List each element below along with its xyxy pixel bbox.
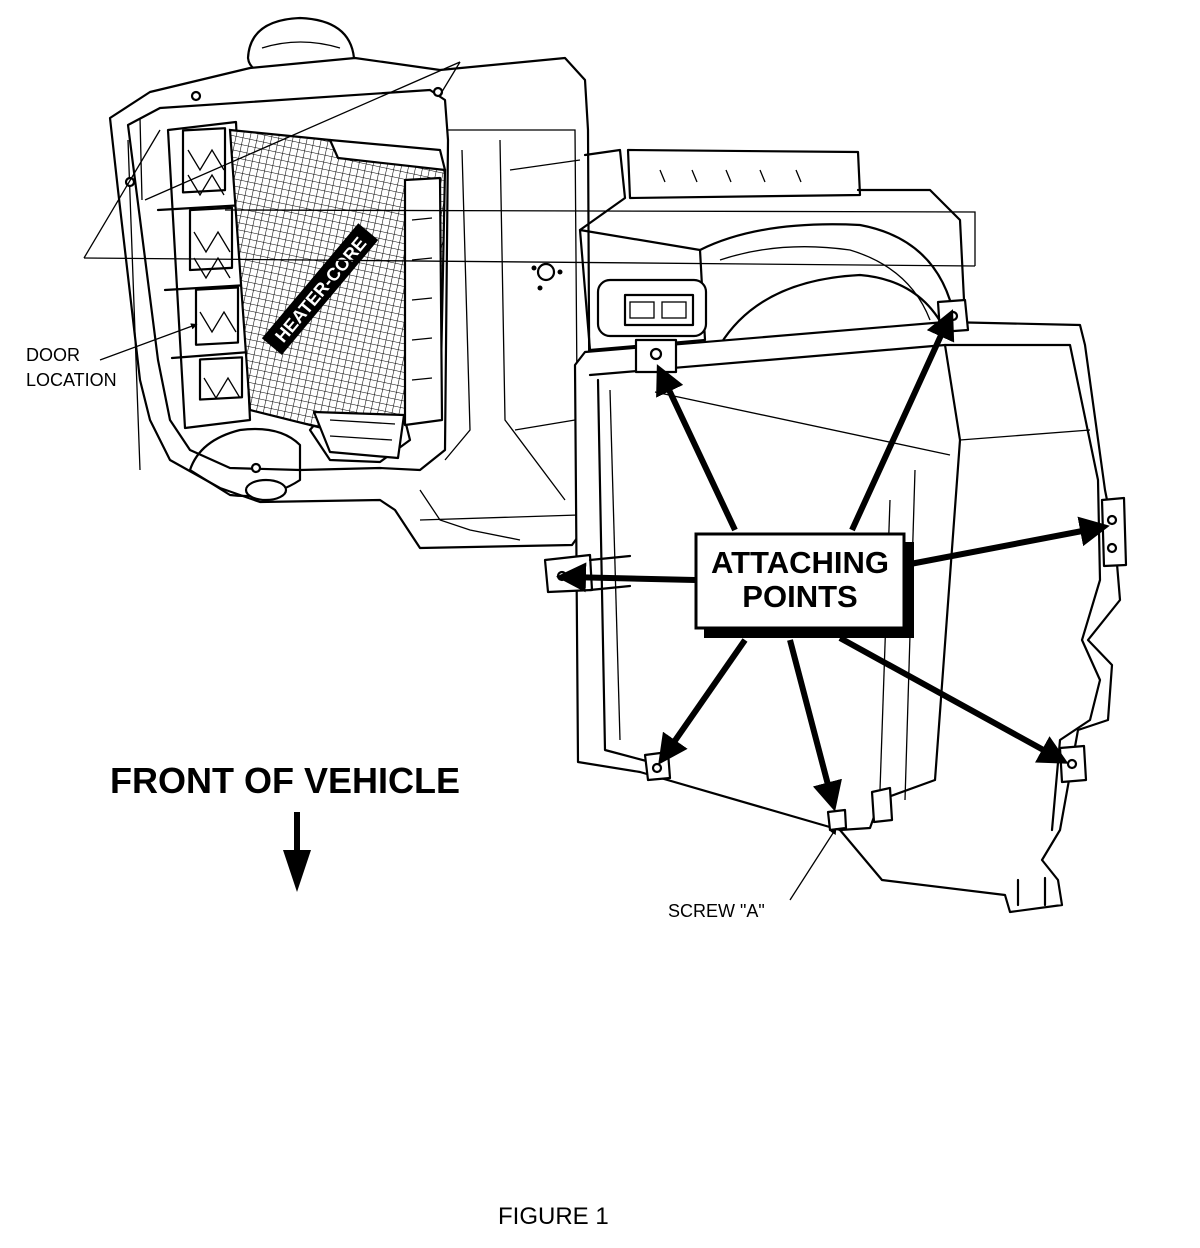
front-of-vehicle-label: FRONT OF VEHICLE — [110, 760, 460, 801]
door-location-label-line2: LOCATION — [26, 370, 117, 390]
down-arrow-icon — [283, 850, 311, 892]
attaching-label-line1: ATTACHING — [711, 545, 889, 580]
door-panel — [156, 120, 252, 430]
door-location-label-line1: DOOR — [26, 345, 80, 365]
screw-a-callout: SCREW "A" — [668, 827, 837, 921]
attaching-points-callout: ATTACHING POINTS — [694, 532, 914, 638]
door-location-leader — [83, 61, 976, 361]
screw-a-label: SCREW "A" — [668, 901, 765, 921]
attaching-arrows — [556, 309, 1110, 812]
heater-core: HEATER-CORE — [228, 128, 447, 460]
front-of-vehicle: FRONT OF VEHICLE — [110, 760, 460, 892]
attaching-label-line2: POINTS — [742, 579, 857, 614]
blower-section — [531, 148, 967, 352]
figure-caption: FIGURE 1 — [498, 1203, 609, 1230]
